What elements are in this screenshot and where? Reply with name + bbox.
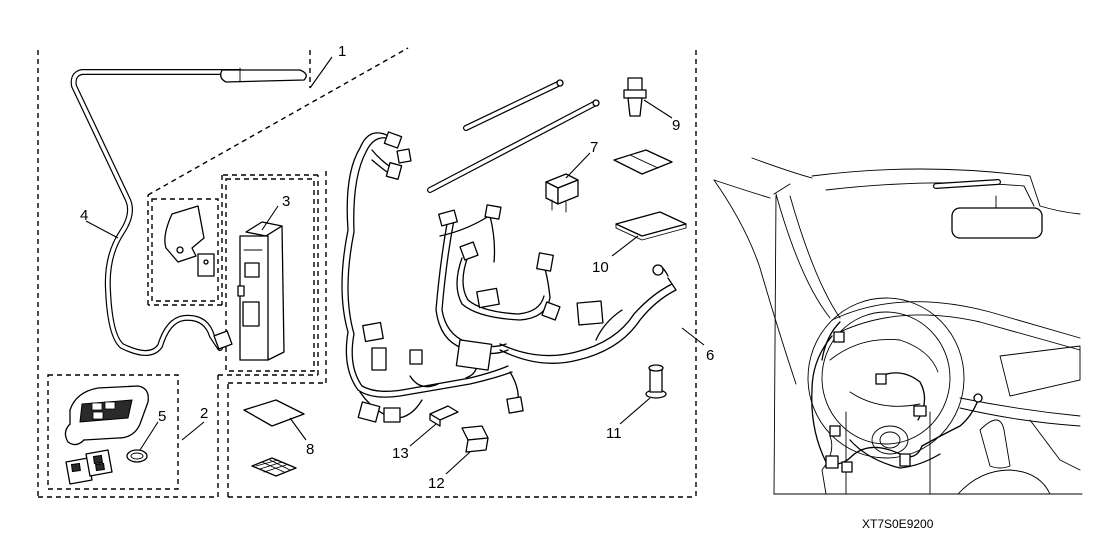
callout-2: 2 <box>200 405 208 422</box>
part-13-plug <box>429 405 459 427</box>
callout-12: 12 <box>428 475 445 492</box>
part-2-remote-key <box>64 385 149 446</box>
part-5-battery <box>126 449 148 463</box>
bracket-part <box>164 205 215 277</box>
callout-3: 3 <box>282 193 290 210</box>
part-1-antenna-rod <box>220 67 307 83</box>
part-6-wire-harness <box>341 131 677 423</box>
callout-6: 6 <box>706 347 714 364</box>
kit-boundary-outline <box>37 47 697 498</box>
callout-11: 11 <box>606 425 622 442</box>
callout-1: 1 <box>338 43 346 60</box>
sub-box-3 <box>225 178 315 372</box>
part-11-bolt <box>645 364 667 399</box>
part-7-relay <box>545 173 579 213</box>
callout-10: 10 <box>592 259 609 276</box>
sub-box-bracket <box>151 198 219 302</box>
callout-13: 13 <box>392 445 409 462</box>
drawing-code: XT7S0E9200 <box>862 517 934 531</box>
part-4-antenna-cable <box>70 69 243 356</box>
part-12-switch <box>461 425 489 453</box>
part-3-control-unit <box>237 221 285 361</box>
part-10-pads <box>613 149 687 241</box>
part-8-labels <box>243 399 305 477</box>
callout-9: 9 <box>672 117 680 134</box>
leader-lines <box>85 56 705 475</box>
sub-box-2 <box>47 374 179 490</box>
vehicle-interior-view <box>713 157 1083 495</box>
callout-4: 4 <box>80 207 88 224</box>
callout-labels: 1 2 3 4 5 6 7 8 9 10 11 12 13 <box>80 43 714 492</box>
part-9-connector <box>623 77 647 117</box>
callout-8: 8 <box>306 441 314 458</box>
callout-5: 5 <box>158 408 166 425</box>
key-button-stickers <box>65 449 113 485</box>
zip-ties <box>427 79 600 193</box>
callout-7: 7 <box>590 139 598 156</box>
